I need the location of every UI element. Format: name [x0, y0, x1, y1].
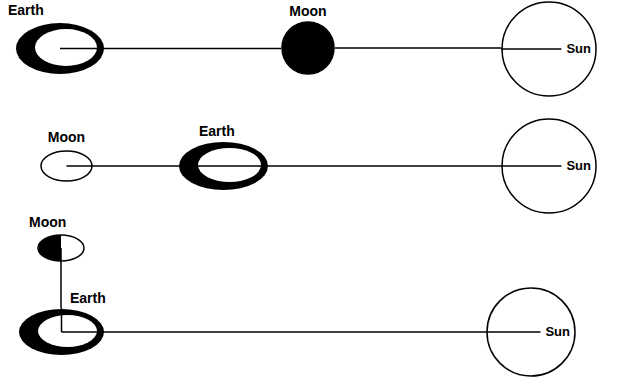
body-label: Sun — [566, 42, 591, 56]
body-label: Sun — [545, 325, 570, 339]
moon-shape: Moon — [40, 150, 93, 182]
body-drawing — [281, 21, 335, 75]
body-drawing — [18, 308, 105, 356]
body-drawing — [15, 22, 105, 75]
guide-line — [501, 165, 561, 167]
guide-line — [178, 165, 269, 167]
sun-circle: Sun — [501, 1, 597, 97]
sun-circle: Sun — [486, 287, 576, 377]
guide-line — [60, 248, 62, 262]
alignment-line — [60, 262, 62, 308]
guide-line — [62, 331, 106, 333]
body-drawing — [37, 234, 85, 262]
sun-circle: Sun — [501, 118, 597, 214]
guide-line — [67, 165, 94, 167]
body-label: Moon — [289, 4, 326, 19]
guide-line — [61, 308, 63, 332]
earth-shape: Earth — [178, 141, 269, 191]
moon-shape: Moon — [37, 234, 85, 262]
moon-shape: Moon — [281, 21, 335, 75]
guide-line — [501, 48, 561, 50]
alignment-line — [269, 165, 501, 167]
alignment-line — [105, 331, 486, 333]
guide-line — [60, 48, 105, 50]
body-label: Moon — [48, 130, 85, 145]
alignment-line — [335, 47, 501, 49]
body-drawing — [40, 150, 93, 182]
body-label: Earth — [70, 291, 106, 306]
alignment-line — [93, 165, 178, 167]
body-drawing — [178, 141, 269, 191]
body-label: Earth — [8, 3, 44, 18]
earth-shape: Earth — [15, 22, 105, 75]
body-label: Moon — [29, 215, 66, 230]
guide-line — [486, 331, 540, 333]
alignment-line — [105, 48, 281, 50]
earth-shape: Earth — [18, 308, 105, 356]
body-label: Sun — [566, 159, 591, 173]
body-label: Earth — [199, 124, 235, 139]
